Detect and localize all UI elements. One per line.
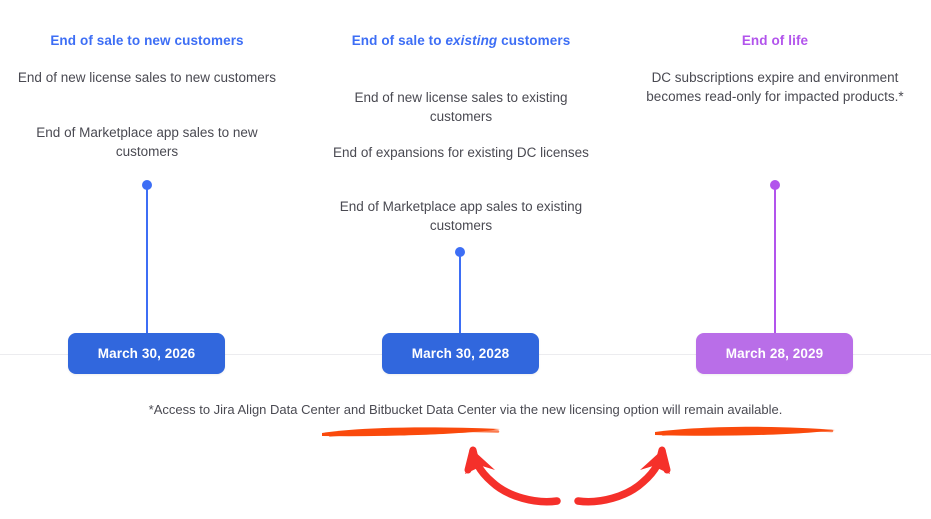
footnote-text: *Access to Jira Align Data Center and Bi… xyxy=(148,402,783,417)
milestone-3-stem xyxy=(774,189,776,335)
milestone-1-heading-text: End of sale to new customers xyxy=(50,33,244,48)
milestone-1-heading: End of sale to new customers xyxy=(8,32,286,50)
milestone-2-stem xyxy=(459,256,461,335)
milestone-2-dot xyxy=(455,247,465,257)
milestone-3-heading: End of life xyxy=(636,32,914,50)
milestone-2-date-badge[interactable]: March 30, 2028 xyxy=(382,333,539,374)
milestone-3-heading-text: End of life xyxy=(741,33,809,48)
milestone-3-date-badge[interactable]: March 28, 2029 xyxy=(696,333,853,374)
milestone-1-body-line-1: End of new license sales to new customer… xyxy=(17,70,277,85)
milestone-column-3: End of life DC subscriptions expire and … xyxy=(636,0,914,519)
milestone-3-date-label: March 28, 2029 xyxy=(725,346,824,361)
milestone-3-dot xyxy=(770,180,780,190)
milestone-1-stem xyxy=(146,189,148,335)
milestone-2-heading: End of sale to existing customers xyxy=(322,32,600,50)
milestone-3-body-line-1: DC subscriptions expire and environment … xyxy=(646,70,904,104)
milestone-1-date-badge[interactable]: March 30, 2026 xyxy=(68,333,225,374)
milestone-column-1: End of sale to new customers End of new … xyxy=(8,0,286,519)
milestone-column-2: End of sale to existing customers End of… xyxy=(322,0,600,519)
milestone-2-heading-suffix: customers xyxy=(497,33,571,48)
milestone-1-body-line-2: End of Marketplace app sales to new cust… xyxy=(36,125,258,159)
milestone-2-body-line-3: End of Marketplace app sales to existing… xyxy=(339,199,583,233)
milestone-2-heading-emphasis: existing xyxy=(445,33,498,48)
milestone-2-body-line-2: End of expansions for existing DC licens… xyxy=(333,145,589,160)
milestone-2-heading-prefix: End of sale to xyxy=(351,33,446,48)
milestone-2-date-label: March 30, 2028 xyxy=(411,346,510,361)
milestone-1-date-label: March 30, 2026 xyxy=(97,346,196,361)
milestone-1-dot xyxy=(142,180,152,190)
milestone-2-body-line-1: End of new license sales to existing cus… xyxy=(354,90,568,124)
